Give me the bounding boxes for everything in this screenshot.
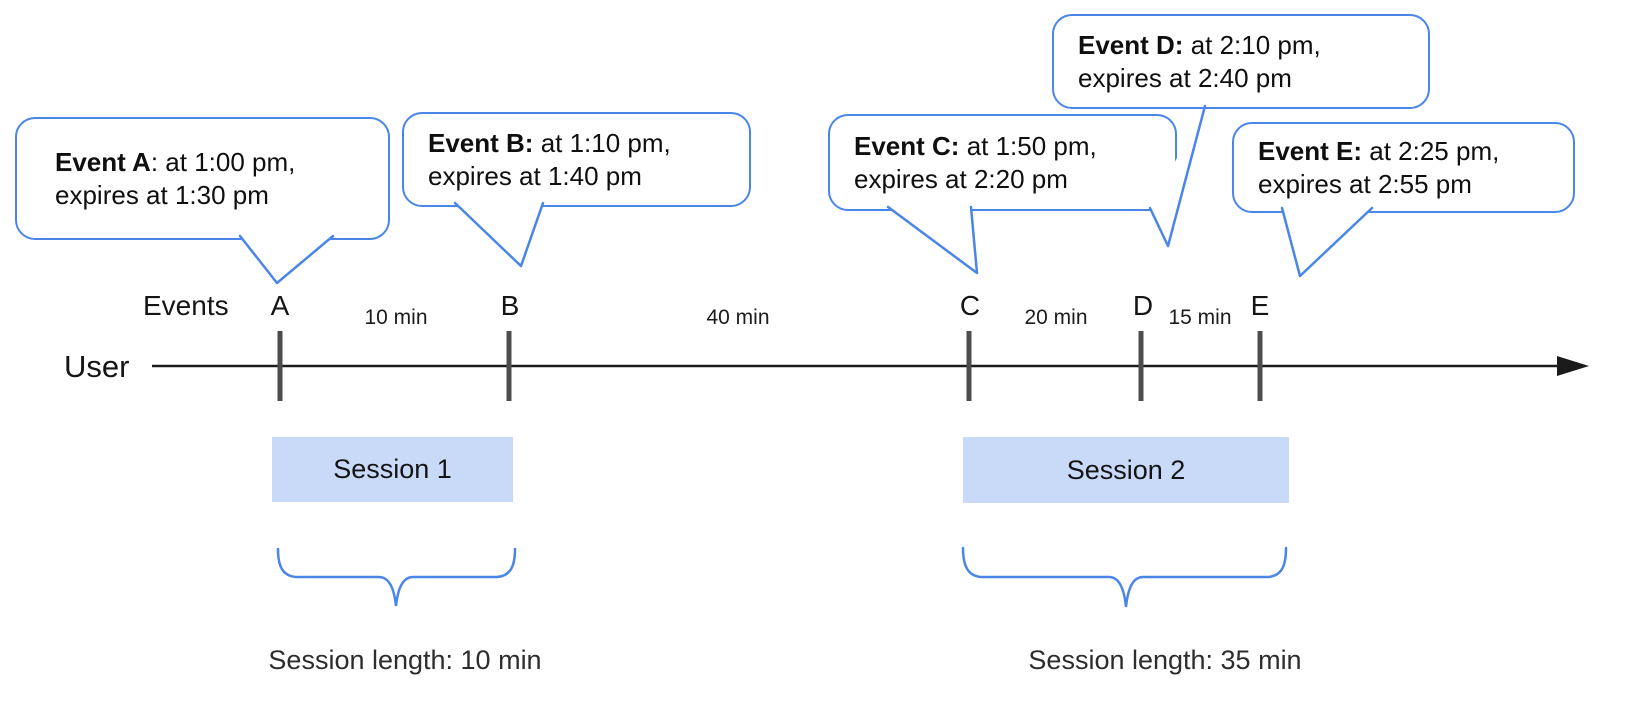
bubble-tail-b: [453, 201, 545, 268]
brace-session-1: [276, 547, 517, 607]
bubble-c-title: Event C:: [854, 130, 960, 161]
interval-label-c-d: 20 min: [1024, 306, 1088, 329]
bubble-b-line1: Event B: at 1:10 pm,: [428, 127, 749, 160]
interval-label-b-c: 40 min: [706, 306, 770, 329]
tick-label-a: A: [270, 290, 290, 321]
bubble-e-line2: expires at 2:55 pm: [1258, 168, 1472, 199]
bubble-tail-e: [1280, 206, 1374, 278]
events-row-label: Events: [143, 290, 229, 321]
bubble-a-line2: expires at 1:30 pm: [55, 179, 269, 210]
bubble-a-time: : at 1:00 pm,: [150, 146, 296, 177]
bubble-a-line1: Event A: at 1:00 pm,: [55, 146, 388, 179]
bubble-c-line1: Event C: at 1:50 pm,: [854, 130, 1175, 163]
bubble-d-time: at 2:10 pm,: [1183, 29, 1321, 60]
timeline-arrowhead: [1557, 356, 1589, 376]
bubble-tail-c: [886, 205, 979, 275]
interval-label-d-e: 15 min: [1168, 306, 1232, 329]
session-2-length-text: Session length: 35 min: [1028, 645, 1302, 675]
session-2-label: Session 2: [1066, 454, 1186, 485]
bubble-b-time: at 1:10 pm,: [533, 127, 671, 158]
event-bubble-a: Event A: at 1:00 pm, expires at 1:30 pm: [15, 117, 390, 240]
tick-label-d: D: [1132, 290, 1154, 321]
interval-label-a-b: 10 min: [364, 306, 428, 329]
event-bubble-b: Event B: at 1:10 pm, expires at 1:40 pm: [402, 112, 751, 207]
bubble-a-title: Event A: [55, 146, 151, 177]
tick-label-e: E: [1250, 290, 1270, 321]
event-bubble-e: Event E: at 2:25 pm, expires at 2:55 pm: [1232, 122, 1575, 213]
bubble-d-line1: Event D: at 2:10 pm,: [1078, 29, 1428, 62]
bubble-d-title: Event D:: [1078, 29, 1184, 60]
bubble-e-line1: Event E: at 2:25 pm,: [1258, 135, 1573, 168]
session-1-length-text: Session length: 10 min: [268, 645, 542, 675]
bubble-tail-a: [238, 234, 335, 285]
event-bubble-c: Event C: at 1:50 pm, expires at 2:20 pm: [828, 114, 1177, 211]
bubble-e-time: at 2:25 pm,: [1362, 135, 1500, 166]
bubble-d-line2: expires at 2:40 pm: [1078, 62, 1292, 93]
bubble-b-line2: expires at 1:40 pm: [428, 160, 642, 191]
session-2-box: Session 2: [963, 437, 1289, 503]
session-1-label: Session 1: [333, 454, 452, 484]
bubble-c-time: at 1:50 pm,: [959, 130, 1097, 161]
event-bubble-d: Event D: at 2:10 pm, expires at 2:40 pm: [1052, 14, 1430, 109]
bubble-e-title: Event E:: [1258, 135, 1363, 166]
brace-session-2: [961, 546, 1288, 608]
user-axis-label: User: [64, 349, 130, 384]
tick-label-c: C: [959, 290, 981, 321]
tick-label-b: B: [500, 290, 520, 321]
bubble-b-title: Event B:: [428, 127, 534, 158]
session-1-box: Session 1: [272, 437, 513, 502]
bubble-c-line2: expires at 2:20 pm: [854, 163, 1068, 194]
